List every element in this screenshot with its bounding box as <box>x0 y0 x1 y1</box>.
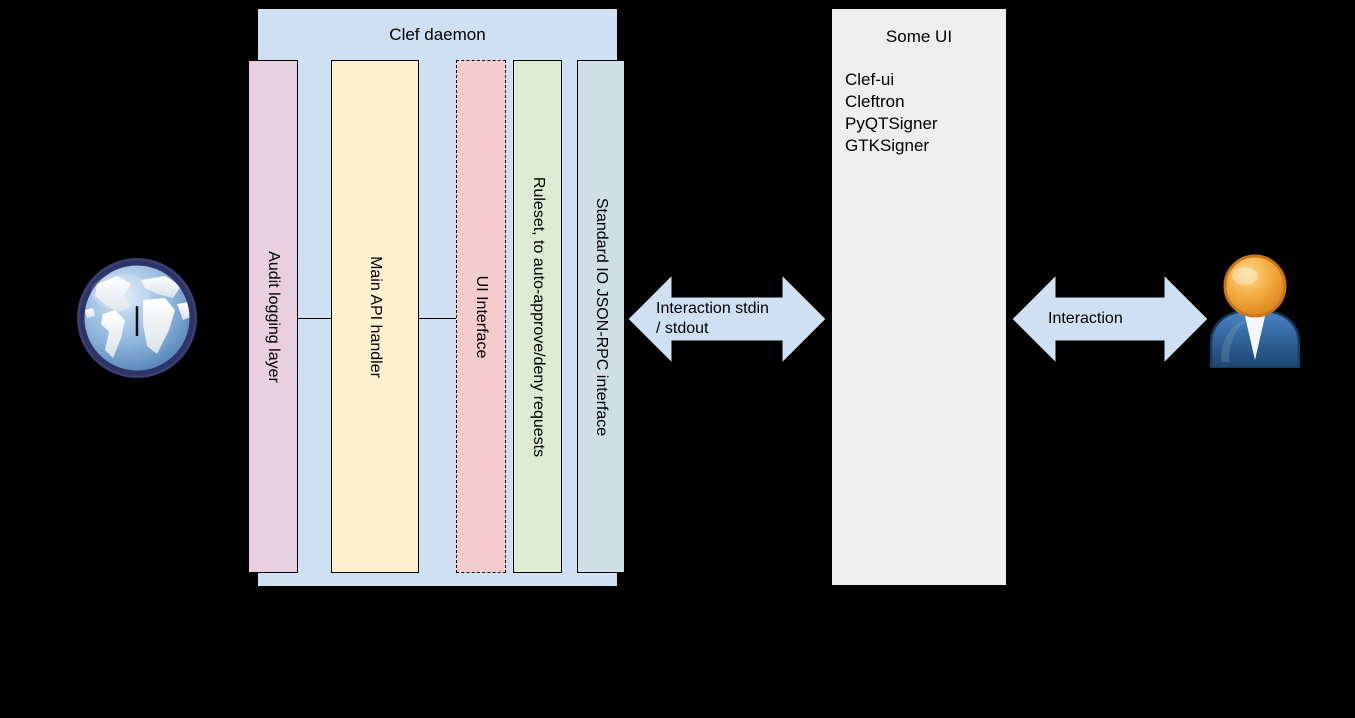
column-label-stdio: Standard IO JSON-RPC interface <box>593 197 610 436</box>
column-label-mainapi: Main API handler <box>367 255 384 378</box>
list-item[interactable]: Clef-ui <box>845 70 895 89</box>
arrow-label-interaction: Interaction <box>1048 310 1123 327</box>
column-label-audit: Audit logging layer <box>265 250 282 383</box>
some-ui-panel: Some UI Clef-ui Cleftron PyQTSigner GTKS… <box>831 8 1007 586</box>
column-audit-logging-layer[interactable]: Audit logging layer <box>248 60 298 573</box>
column-label-uiinterface: UI Interface <box>473 275 490 358</box>
list-item[interactable]: GTKSigner <box>845 136 930 155</box>
column-ui-interface[interactable]: UI Interface <box>456 60 506 573</box>
list-item[interactable]: PyQTSigner <box>845 114 938 133</box>
column-ruleset[interactable]: Ruleset, to auto-approve/deny requests <box>513 60 562 573</box>
connector-line-mainapi-to-uiinterface <box>418 318 457 319</box>
arrow-label-stdin-stdout: Interaction stdin / stdout <box>656 300 769 337</box>
some-ui-title: Some UI <box>885 27 953 46</box>
globe-icon <box>73 254 201 382</box>
list-item[interactable]: Cleftron <box>845 92 905 111</box>
some-ui-list: Clef-ui Cleftron PyQTSigner GTKSigner <box>845 69 938 157</box>
column-standard-io-jsonrpc-interface[interactable]: Standard IO JSON-RPC interface <box>577 60 625 573</box>
clef-daemon-container: Clef daemon <box>257 8 618 587</box>
clef-daemon-title: Clef daemon <box>389 25 486 44</box>
arrow-interaction-user: Interaction <box>1012 275 1208 363</box>
column-label-ruleset: Ruleset, to auto-approve/deny requests <box>529 176 547 457</box>
connector-line-audit-to-mainapi <box>297 318 332 319</box>
user-icon <box>1203 252 1307 368</box>
arrow-interaction-stdin-stdout: Interaction stdin / stdout <box>628 275 826 363</box>
column-main-api-handler[interactable]: Main API handler <box>331 60 419 573</box>
